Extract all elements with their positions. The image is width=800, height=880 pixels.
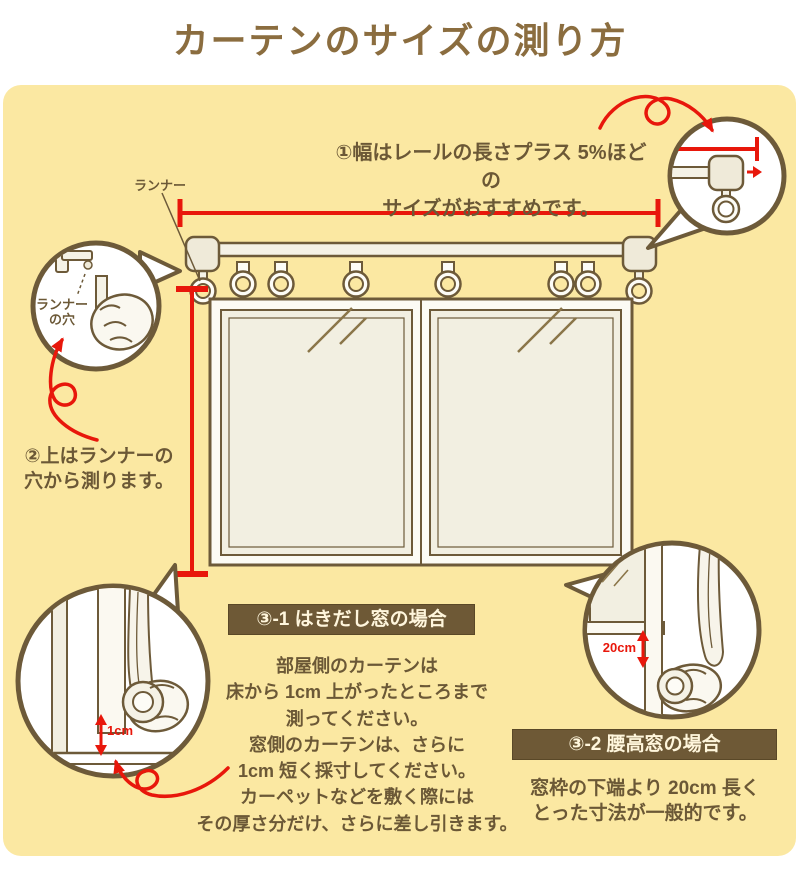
runner-hole-line1: ランナー [35,297,88,312]
top-note-line1: ②上はランナーの [24,446,174,467]
section-heading-waist-window: ③-2 腰高窓の場合 [512,729,777,760]
callout-window-bottom [564,540,762,720]
page-title: カーテンのサイズの測り方 [172,20,628,61]
window-frames [208,297,634,567]
para1-line3: 測ってください。 [285,708,429,729]
section-heading-floor-window: ③-1 はきだし窓の場合 [228,604,475,635]
swirl-arrow-top-right [598,94,714,133]
callout-runner-hole [30,240,182,372]
para1-line6: カーペットなどを敷く際には [240,787,474,808]
waist-window-instructions: 窓枠の下端より 20cm 長く とった寸法が一般的です。 [505,776,785,826]
para1-line7: その厚さ分だけ、さらに差し引きます。 [196,813,518,834]
width-note-line2: サイズがおすすめです。 [382,198,600,220]
measure-label-20cm: 20cm [602,640,636,655]
para1-line4: 窓側のカーテンは、さらに [249,734,465,755]
red-swirl-arrows [48,94,714,798]
glass-reflection-lines [307,307,577,353]
runner-hole-line2: の穴 [48,312,75,327]
runner-rings [229,261,602,298]
para1-line5: 1cm 短く採寸してください。 [238,761,476,782]
para1-line2: 床から 1cm 上がったところまで [225,682,489,703]
para2-line2: とった寸法が一般的です。 [532,803,758,824]
callout-rail-end [646,116,787,250]
width-measure-line [177,199,661,227]
height-measure-line [176,286,208,577]
para1-line1: 部屋側のカーテンは [276,656,438,676]
para2-line1: 窓枠の下端より 20cm 長く [530,778,760,799]
floor-window-instructions: 部屋側のカーテンは 床から 1cm 上がったところまで 測ってください。 窓側の… [192,653,522,837]
curtain-rail [161,192,658,305]
runner-label: ランナー [134,178,187,193]
swirl-arrow-bottom-left [113,759,230,798]
top-note-line2: 穴から測ります。 [23,471,175,492]
width-note: ①幅はレールの長さプラス 5%ほどの サイズがおすすめです。 [330,139,652,223]
runner-pointer-line [161,192,201,282]
swirl-arrow-left [48,337,99,442]
callout-floor-gap [15,563,211,779]
measure-label-1cm: 1cm [107,723,134,738]
runner-hole-label: ランナー の穴 [30,297,94,327]
top-measure-note: ②上はランナーの 穴から測ります。 [14,444,184,494]
width-note-line1: ①幅はレールの長さプラス 5%ほどの [335,142,647,192]
